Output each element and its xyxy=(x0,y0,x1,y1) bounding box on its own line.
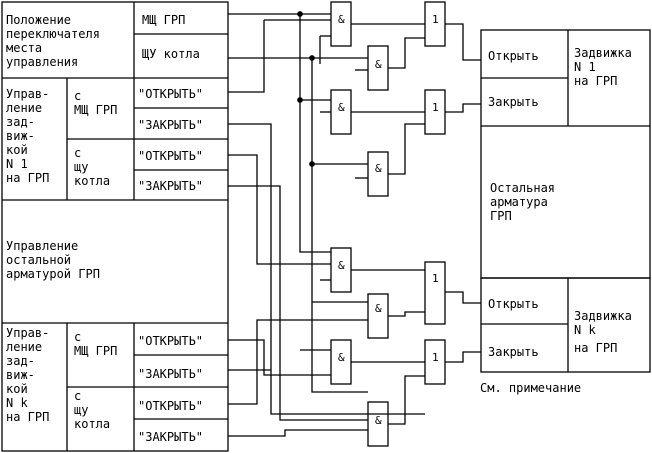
signal-wire xyxy=(228,123,425,415)
and-gate-1-symbol: & xyxy=(338,13,345,26)
position-option-shchu: ЩУ котла xyxy=(142,47,200,61)
valve1-shchu-close-cmd: "ЗАКРЫТЬ" xyxy=(138,179,203,193)
valvek-mshch-open-cmd: "ОТКРЫТЬ" xyxy=(138,334,203,348)
and-gate-5-symbol: & xyxy=(338,259,345,272)
bus-junction xyxy=(309,55,315,61)
shchu-bus xyxy=(311,58,368,393)
signal-wire xyxy=(228,154,331,265)
valvek-source-mshch: с МЩ ГРП xyxy=(74,330,117,358)
output-wire xyxy=(445,351,481,363)
signal-wire xyxy=(228,429,368,437)
valvek-label: Задвижка N k на ГРП xyxy=(574,309,639,355)
left-table-border xyxy=(1,1,229,452)
and-gate-6-symbol: & xyxy=(375,302,382,315)
right-table-bottom-border xyxy=(480,277,651,373)
bus-junction xyxy=(297,97,303,103)
valve1-source-shchu: с щу котла xyxy=(74,146,110,188)
and-to-or-wire xyxy=(388,37,425,69)
valve1-mshch-close-cmd: "ЗАКРЫТЬ" xyxy=(138,118,203,132)
right-table-top-border xyxy=(480,29,651,279)
valve1-control-header: Управ- ление зад- виж- кой N 1 на ГРП xyxy=(6,87,57,185)
and-gate-7-symbol: & xyxy=(338,351,345,364)
valvek-mshch-close-cmd: "ЗАКРЫТЬ" xyxy=(138,367,203,381)
signal-wire xyxy=(228,339,331,376)
signal-wire xyxy=(228,20,265,93)
bus-junction xyxy=(309,161,315,167)
or-gate-3-symbol: 1 xyxy=(432,272,439,285)
and-to-or-wire xyxy=(388,123,425,175)
or-gate-4-symbol: 1 xyxy=(432,351,439,364)
valve1-mshch-open-cmd: "ОТКРЫТЬ" xyxy=(138,87,203,101)
valve1-label: Задвижка N 1 на ГРП xyxy=(574,46,639,88)
valvek-close-output: Закрыть xyxy=(488,345,539,359)
or-gate-3 xyxy=(424,261,446,325)
position-header: Положение переключателя места управления xyxy=(6,13,107,69)
and-gate-2-symbol: & xyxy=(375,58,382,71)
valve1-source-mshch: с МЩ ГРП xyxy=(74,89,117,117)
valvek-shchu-close-cmd: "ЗАКРЫТЬ" xyxy=(138,430,203,444)
and-gate-6 xyxy=(367,293,389,339)
signal-wire xyxy=(228,185,368,421)
or-gate-2-symbol: 1 xyxy=(432,101,439,114)
output-wire xyxy=(445,23,481,61)
and-to-or-wire xyxy=(388,311,425,317)
valve1-close-output: Закрыть xyxy=(488,95,539,109)
and-to-or-wire xyxy=(388,375,425,425)
valvek-shchu-open-cmd: "ОТКРЫТЬ" xyxy=(138,399,203,413)
other-fittings-control: Управление остальной арматурой ГРП xyxy=(6,239,100,281)
output-wire xyxy=(445,291,481,304)
or-gate-1-symbol: 1 xyxy=(432,13,439,26)
mshch-bus xyxy=(299,14,331,253)
valvek-open-output: Открыть xyxy=(488,297,539,311)
bus-junction xyxy=(297,11,303,17)
position-option-mshch: МЩ ГРП xyxy=(142,13,185,27)
and-gate-3-symbol: & xyxy=(338,101,345,114)
and-gate-4-symbol: & xyxy=(375,162,382,175)
valve1-open-output: Открыть xyxy=(488,49,539,63)
output-wire xyxy=(445,103,481,113)
note-text: См. примечание xyxy=(480,381,581,395)
and-gate-8-symbol: & xyxy=(375,414,382,427)
valvek-control-header: Управ- ление зад- виж- кой N k на ГРП xyxy=(6,326,57,424)
valvek-source-shchu: с щу котла xyxy=(74,389,110,431)
valve1-shchu-open-cmd: "ОТКРЫТЬ" xyxy=(138,149,203,163)
other-fittings-label: Остальная арматура ГРП xyxy=(490,181,562,223)
